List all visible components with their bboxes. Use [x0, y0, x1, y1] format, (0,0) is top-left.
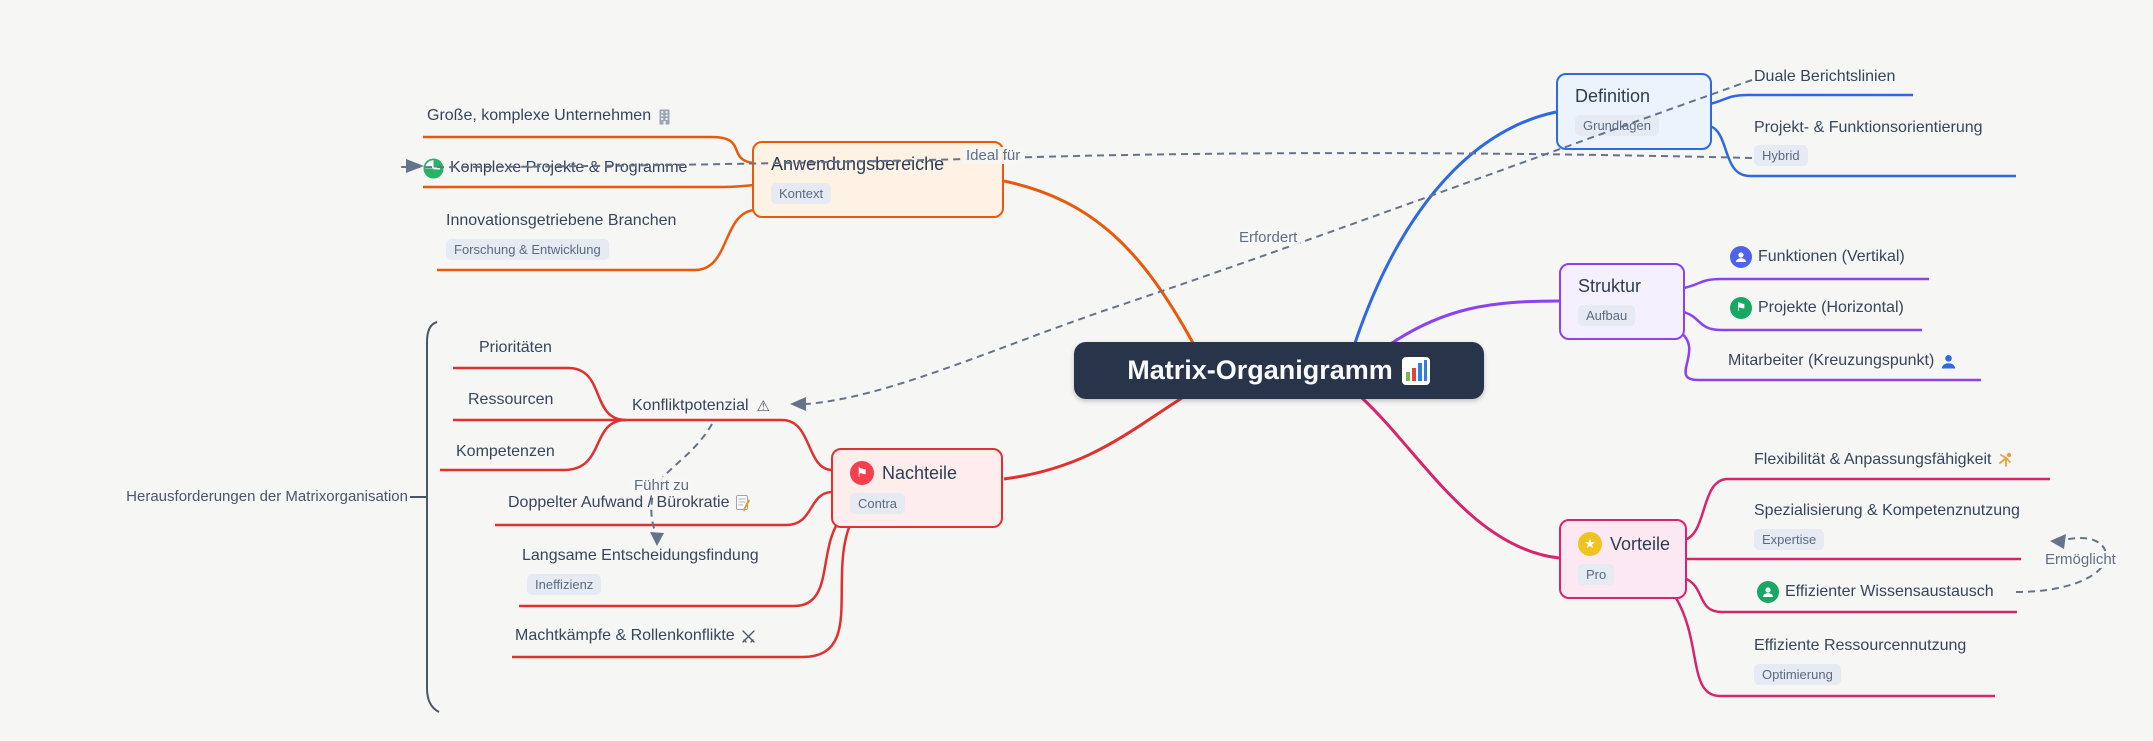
node-nachteile[interactable]: ⚑ Nachteile Contra — [831, 448, 1003, 528]
arrowhead-fuehrt-zu — [650, 532, 664, 546]
flag-icon: ⚑ — [850, 461, 874, 485]
node-flexibilitaet[interactable]: Flexibilität & Anpassungsfähigkeit — [1754, 451, 2015, 469]
badge-grundlagen: Grundlagen — [1575, 115, 1659, 136]
node-grosse-unternehmen[interactable]: Große, komplexe Unternehmen — [427, 107, 672, 125]
badge-expertise: Expertise — [1754, 529, 1825, 550]
node-label: Kompetenzen — [456, 443, 555, 460]
badge-aufbau: Aufbau — [1578, 305, 1636, 326]
node-kompetenzen[interactable]: Kompetenzen — [456, 443, 555, 461]
node-label: Spezialisierung & Kompetenznutzung — [1754, 502, 2020, 519]
star-icon: ★ — [1578, 532, 1602, 556]
node-innovationsbranchen[interactable]: Innovationsgetriebene Branchen — [446, 212, 676, 230]
node-label: Mitarbeiter (Kreuzungspunkt) — [1728, 352, 1935, 369]
node-komplexe-projekte[interactable]: Komplexe Projekte & Programme — [423, 158, 687, 179]
badge-contra: Contra — [850, 493, 906, 514]
person-silhouette-icon — [1940, 353, 1957, 370]
node-label: Doppelter Aufwand / Bürokratie — [508, 494, 730, 511]
bracket-label: Herausforderungen der Matrixorganisation — [126, 488, 408, 505]
badge-hybrid: Hybrid — [1754, 145, 1808, 166]
link-label-ideal-fuer: Ideal für — [963, 147, 1024, 164]
node-label: Effizienter Wissensaustausch — [1785, 582, 1994, 600]
link-label-ermoeglicht: Ermöglicht — [2042, 551, 2119, 568]
arrowhead-komplexe-projekte — [406, 159, 424, 173]
nachteile-branch-curves — [440, 366, 1183, 659]
node-definition[interactable]: Definition Grundlagen — [1556, 73, 1712, 150]
node-projekt-funktionsorientierung[interactable]: Projekt- & Funktionsorientierung — [1754, 119, 1983, 137]
node-projekte-horizontal[interactable]: ⚑ Projekte (Horizontal) — [1730, 297, 1904, 319]
central-label: Matrix-Organigramm — [1127, 355, 1393, 385]
node-label: Struktur — [1578, 276, 1642, 296]
node-label: Komplexe Projekte & Programme — [450, 159, 688, 177]
user-icon — [1757, 581, 1779, 603]
arrowhead-konfliktpotenzial — [790, 397, 806, 411]
node-label: Funktionen (Vertikal) — [1758, 247, 1905, 265]
node-label: Nachteile — [882, 462, 958, 483]
node-label: Innovationsgetriebene Branchen — [446, 212, 677, 229]
badge-optimierung: Optimierung — [1754, 664, 1841, 685]
node-label: Flexibilität & Anpassungsfähigkeit — [1754, 451, 1992, 468]
badge-ineffizienz: Ineffizienz — [527, 574, 602, 595]
node-doppelter-aufwand[interactable]: Doppelter Aufwand / Bürokratie — [508, 494, 751, 513]
node-prioritaeten[interactable]: Prioritäten — [479, 339, 552, 357]
memo-pencil-icon — [735, 494, 751, 513]
node-matrix-organigramm[interactable]: Matrix-Organigramm — [1074, 342, 1484, 399]
node-struktur[interactable]: Struktur Aufbau — [1559, 263, 1685, 340]
node-spezialisierung[interactable]: Spezialisierung & Kompetenznutzung — [1754, 502, 2020, 520]
node-machtkaempfe[interactable]: Machtkämpfe & Rollenkonflikte — [515, 627, 756, 645]
node-vorteile[interactable]: ★ Vorteile Pro — [1559, 519, 1687, 599]
warning-icon: ⚠ — [756, 397, 770, 415]
node-funktionen-vertikal[interactable]: Funktionen (Vertikal) — [1730, 246, 1905, 268]
link-label-fuehrt-zu: Führt zu — [631, 477, 693, 494]
node-label: Langsame Entscheidungsfindung — [522, 547, 759, 564]
node-label: Große, komplexe Unternehmen — [427, 107, 652, 124]
node-label: Anwendungsbereiche — [771, 154, 945, 174]
node-label: Duale Berichtslinien — [1754, 68, 1896, 85]
node-label: Machtkämpfe & Rollenkonflikte — [515, 627, 735, 644]
node-label: Projekt- & Funktionsorientierung — [1754, 119, 1983, 136]
node-label: Ressourcen — [468, 391, 554, 408]
user-icon — [1730, 246, 1752, 268]
node-konfliktpotenzial[interactable]: Konfliktpotenzial ⚠ — [632, 397, 770, 415]
node-wissensaustausch[interactable]: Effizienter Wissensaustausch — [1757, 581, 1994, 603]
bracket-brace — [410, 321, 440, 713]
building-icon — [657, 108, 672, 125]
node-label: Vorteile — [1610, 533, 1671, 554]
node-label: Konfliktpotenzial — [632, 397, 749, 414]
badge-forschung-entwicklung: Forschung & Entwicklung — [446, 239, 609, 260]
node-langsame-entscheidung[interactable]: Langsame Entscheidungsfindung — [522, 547, 759, 565]
node-mitarbeiter-kreuzungspunkt[interactable]: Mitarbeiter (Kreuzungspunkt) — [1728, 352, 1957, 370]
cartwheel-icon — [1997, 451, 2015, 469]
bar-chart-icon — [1401, 356, 1431, 386]
node-ressourcennutzung[interactable]: Effiziente Ressourcennutzung — [1754, 637, 1966, 655]
node-ressourcen[interactable]: Ressourcen — [468, 391, 553, 409]
node-duale-berichtslinien[interactable]: Duale Berichtslinien — [1754, 68, 1895, 86]
node-label: Effiziente Ressourcennutzung — [1754, 637, 1967, 654]
badge-pro: Pro — [1578, 564, 1615, 585]
link-label-erfordert: Erfordert — [1236, 229, 1301, 246]
pie-clock-icon — [423, 158, 444, 179]
node-label: Projekte (Horizontal) — [1758, 298, 1904, 316]
flag-icon: ⚑ — [1730, 297, 1752, 319]
crossed-swords-icon — [741, 629, 756, 644]
node-label: Prioritäten — [479, 339, 552, 356]
arrowhead-ermoeglicht — [2050, 534, 2066, 549]
badge-kontext: Kontext — [771, 183, 832, 204]
node-label: Definition — [1575, 86, 1651, 106]
